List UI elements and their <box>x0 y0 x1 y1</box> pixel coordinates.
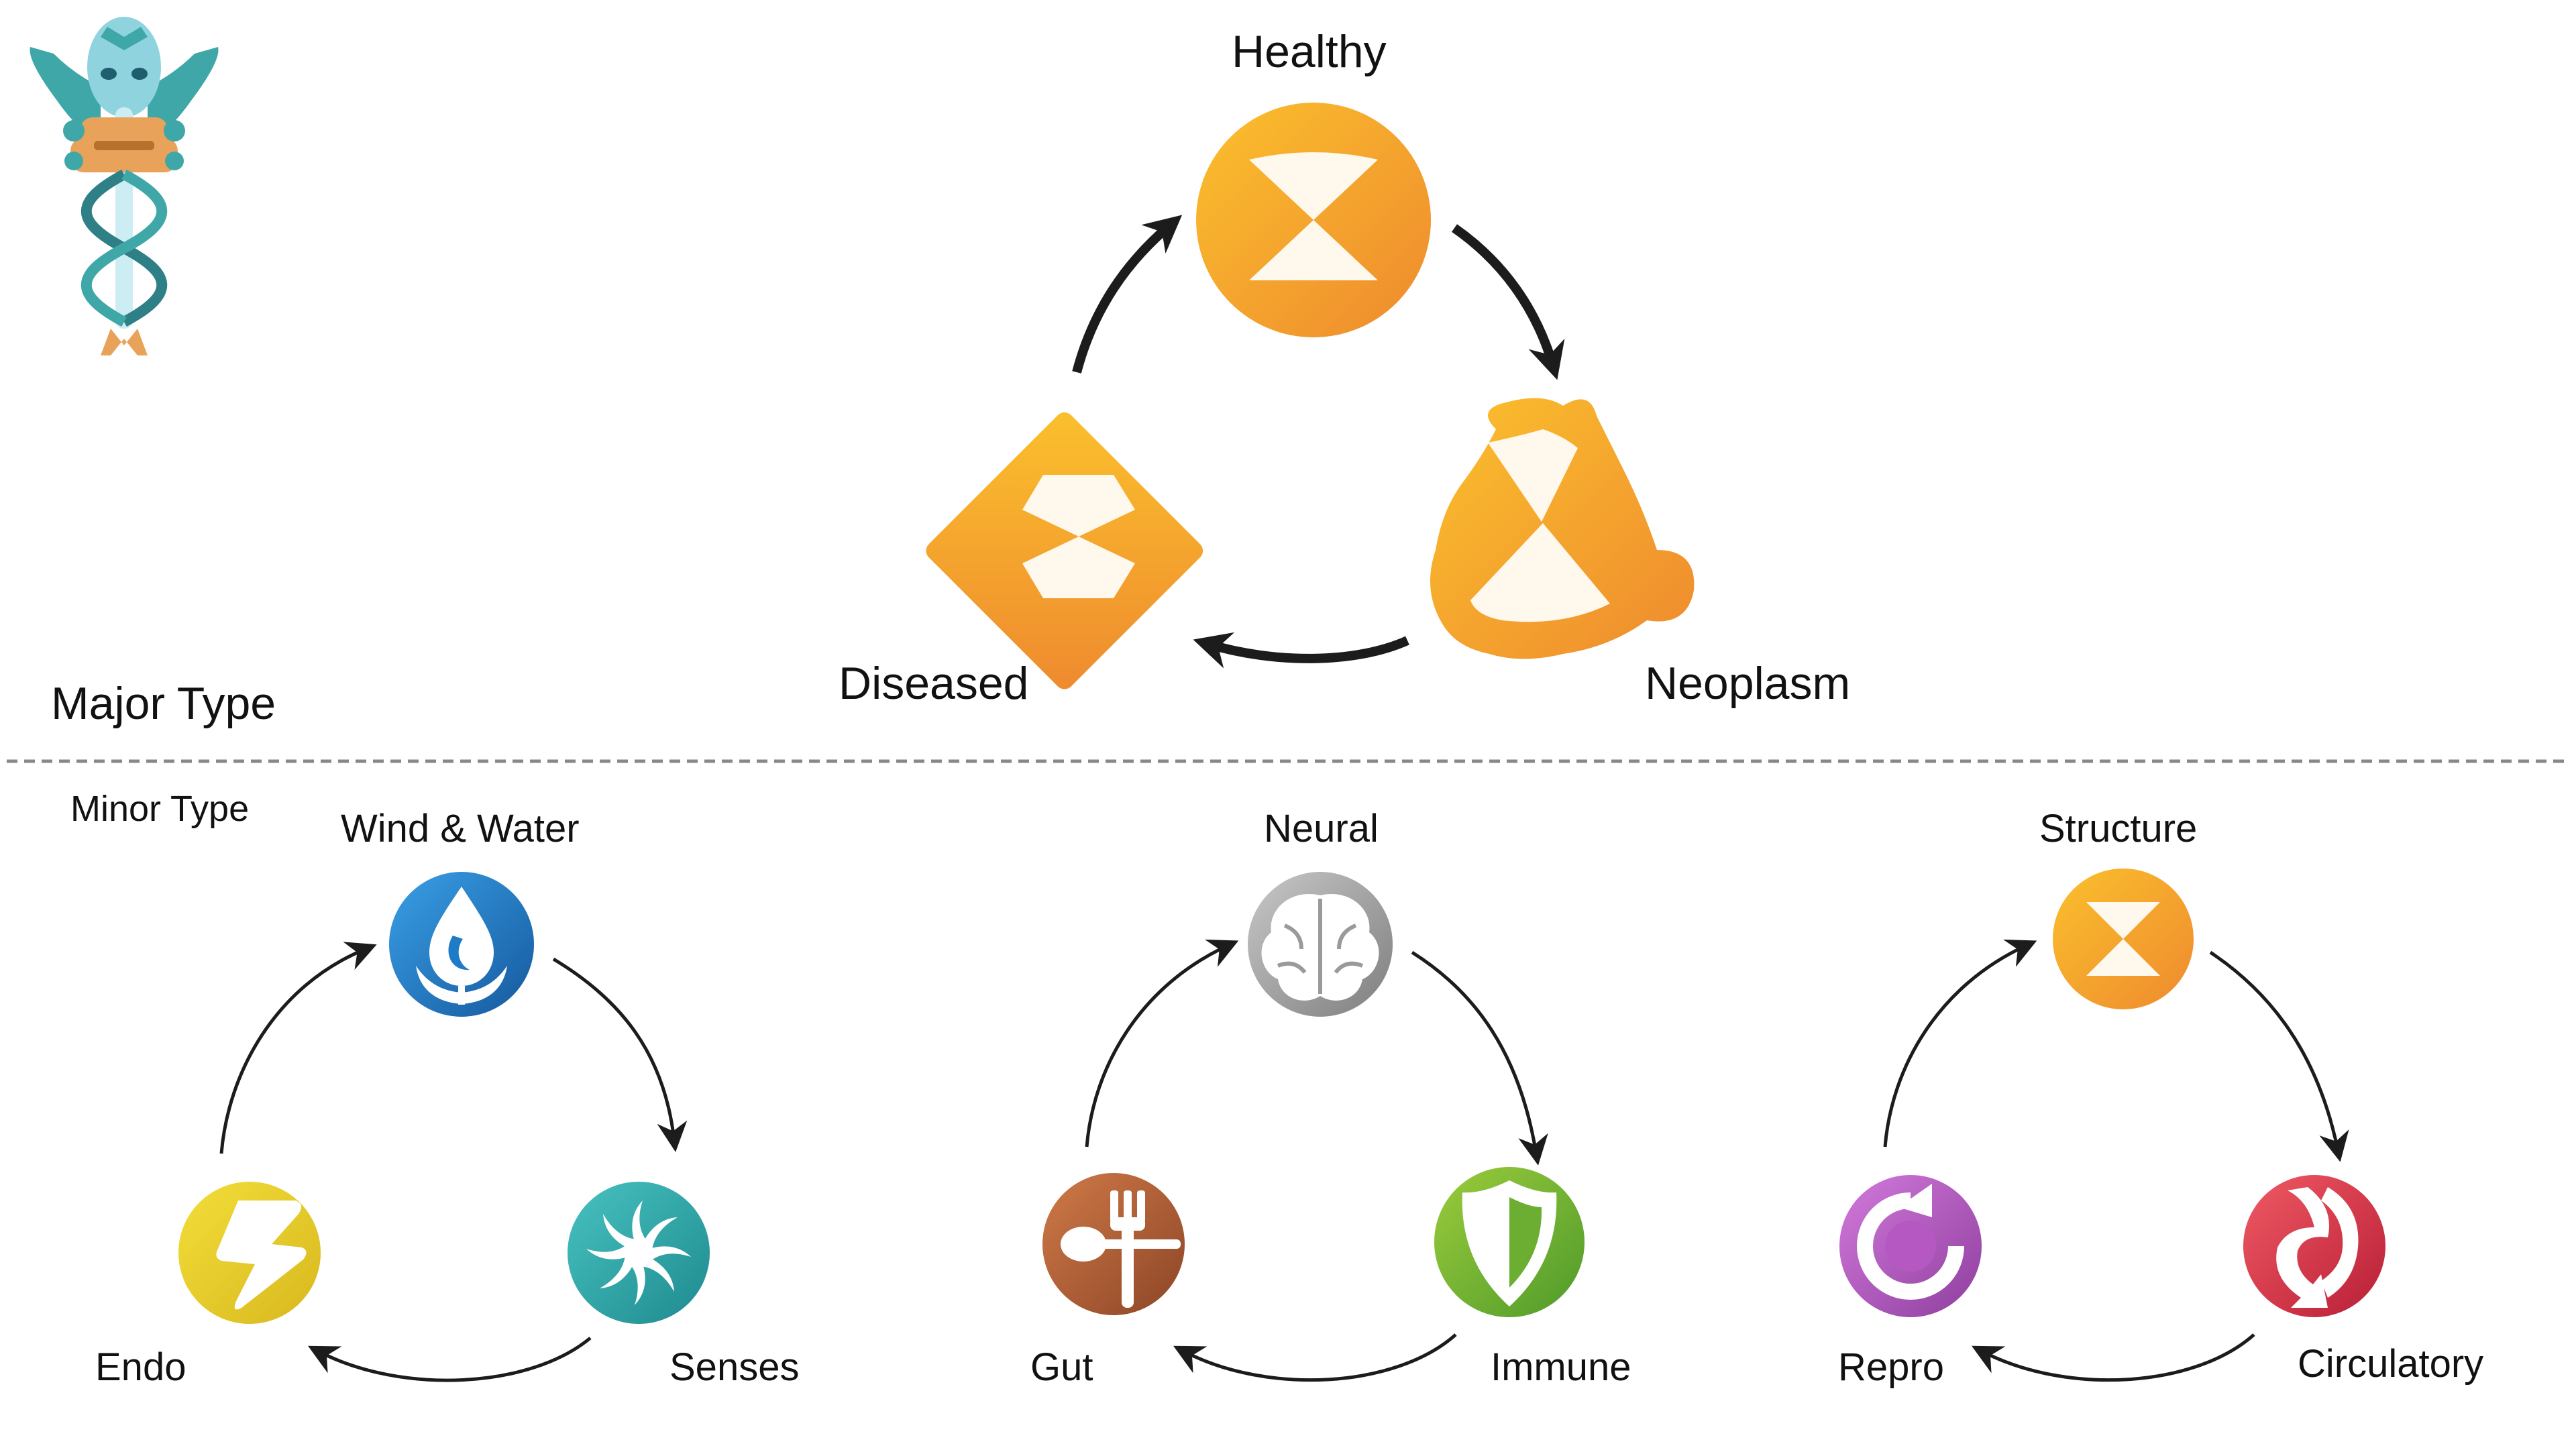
neural-label: Neural <box>1264 807 1379 850</box>
circulatory-label: Circulatory <box>2298 1342 2484 1386</box>
major-type-label: Major Type <box>51 678 276 729</box>
senses-label: Senses <box>669 1345 800 1389</box>
gut-label: Gut <box>1030 1345 1093 1389</box>
diseased-label: Diseased <box>839 658 1029 709</box>
immune-icon <box>1434 1167 1585 1317</box>
wind-water-label: Wind & Water <box>341 807 580 850</box>
arrow-repro-to-structure <box>1883 939 2037 1148</box>
healthy-icon <box>1196 103 1431 337</box>
gut-icon <box>1042 1173 1185 1315</box>
senses-icon <box>568 1182 710 1324</box>
arrow-endo-to-wind-water <box>219 942 377 1154</box>
arrow-neural-to-immune <box>1411 950 1548 1166</box>
neoplasm-label: Neoplasm <box>1645 658 1851 709</box>
circulatory-icon <box>2243 1175 2385 1317</box>
repro-label: Repro <box>1838 1345 1944 1389</box>
neural-icon <box>1248 872 1393 1017</box>
structure-icon <box>2053 869 2194 1009</box>
endo-label: Endo <box>95 1345 186 1389</box>
arrow-circulatory-to-repro <box>1972 1333 2255 1382</box>
arrow-senses-to-endo <box>308 1337 592 1382</box>
arrow-diseased-to-healthy <box>1072 215 1183 374</box>
repro-icon <box>1839 1175 1982 1317</box>
healthy-label: Healthy <box>1232 26 1387 77</box>
arrow-structure-to-circulatory <box>2209 950 2349 1162</box>
minor-type-label: Minor Type <box>70 789 250 829</box>
arrow-neoplasm-to-diseased <box>1193 632 1409 669</box>
endo-icon <box>178 1182 321 1324</box>
immune-label: Immune <box>1491 1345 1631 1389</box>
diseased-icon <box>926 412 1203 689</box>
arrow-healthy-to-neoplasm <box>1452 224 1565 380</box>
neoplasm-icon <box>1430 398 1695 659</box>
caduceus-snake-logo <box>30 17 219 355</box>
arrow-gut-to-neural <box>1085 939 1239 1148</box>
arrow-immune-to-gut <box>1173 1333 1457 1382</box>
arrow-wind-water-to-senses <box>552 957 688 1152</box>
structure-label: Structure <box>2039 807 2198 850</box>
wind-water-icon <box>389 872 534 1017</box>
